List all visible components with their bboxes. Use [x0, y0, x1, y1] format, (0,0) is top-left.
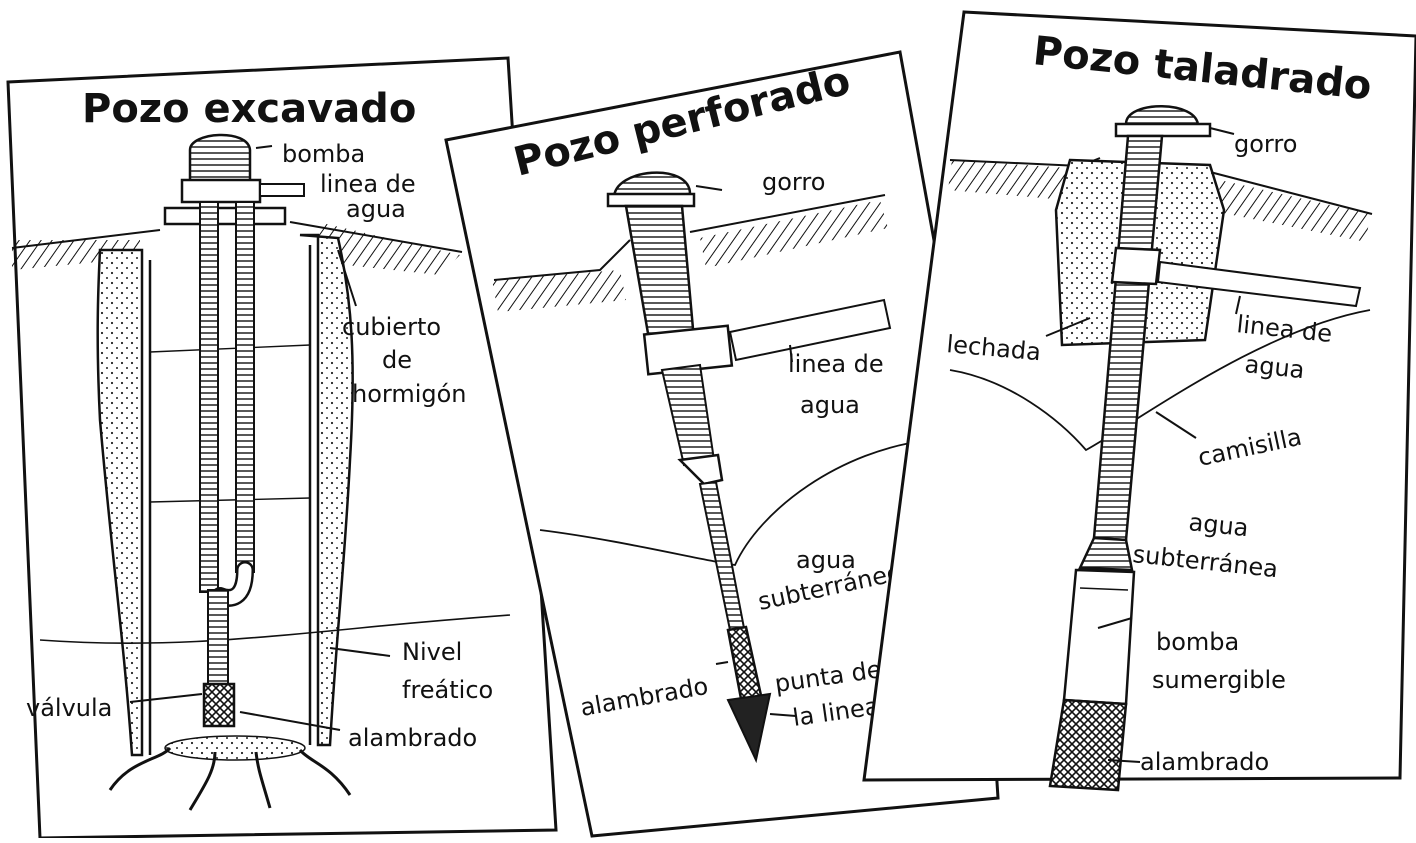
- pump-motor: [1048, 698, 1128, 792]
- water-line-pipe: [1156, 260, 1362, 308]
- drop-pipe: [199, 201, 219, 593]
- leader-line: [1107, 759, 1141, 763]
- leader-line: [1209, 127, 1235, 135]
- water-line-pipe: [259, 183, 305, 197]
- cap-rim: [606, 192, 696, 208]
- leader-line: [1097, 617, 1133, 629]
- label-nivel: Nivel: [402, 638, 462, 666]
- label-linea-agua: agua: [800, 391, 860, 419]
- leader-line: [239, 711, 341, 731]
- label-linea-agua: agua: [346, 195, 406, 223]
- pump-detail-line: [1079, 587, 1129, 591]
- label-agua-sub: agua: [796, 546, 856, 574]
- well-cover-slab: [163, 206, 287, 226]
- leader-line: [789, 344, 793, 363]
- leader-line: [769, 713, 797, 717]
- label-agua-sub: agua: [1187, 508, 1249, 542]
- label-gorro: gorro: [762, 168, 825, 196]
- label-linea-agua: agua: [1243, 350, 1305, 384]
- leader-line: [1155, 411, 1197, 439]
- label-bomba: bomba: [282, 140, 365, 168]
- label-alambrado: alambrado: [1140, 748, 1269, 776]
- label-gorro: gorro: [1234, 130, 1297, 158]
- ground-surface-line: [493, 194, 886, 281]
- ground-hatch-left: [948, 160, 1070, 200]
- leader-line: [1045, 317, 1091, 337]
- ground-hatch-left: [492, 270, 626, 312]
- panel-1-title: Pozo excavado: [82, 86, 416, 132]
- flow-arrow: [108, 746, 172, 791]
- flow-arrow: [298, 748, 352, 796]
- cap-dome: [612, 171, 692, 200]
- label-bomba: bomba: [1156, 628, 1239, 656]
- well-point-tip: [726, 692, 772, 764]
- leader-line: [129, 693, 203, 703]
- foot-pipe: [207, 589, 229, 687]
- label-nivel: freático: [402, 676, 493, 704]
- water-table-line: [39, 614, 511, 645]
- ground-hatch-right: [1218, 180, 1370, 242]
- label-alambrado: alambrado: [348, 724, 477, 752]
- concrete-lining-left: [96, 248, 144, 757]
- leader-line: [695, 185, 723, 191]
- shaft-section-line: [149, 344, 311, 353]
- panel-pozo-taladrado: Pozo taladrado gorro lechada linea de ag…: [862, 10, 1416, 792]
- cap-rim: [1114, 122, 1212, 138]
- shaft-section-line: [149, 497, 311, 503]
- pump-cone: [1078, 536, 1134, 572]
- label-bomba: sumergible: [1152, 666, 1286, 694]
- label-valvula: válvula: [26, 694, 112, 722]
- aquifer-line: [539, 439, 931, 566]
- pump-body: [188, 133, 252, 184]
- panel-pozo-perforado: Pozo perforado gorro linea de agua agua …: [444, 50, 1006, 838]
- leader-line: [715, 661, 729, 665]
- leader-line: [337, 249, 357, 307]
- leader-line: [255, 145, 273, 149]
- pitless-adapter: [1110, 246, 1162, 286]
- ground-hatch-left: [12, 240, 140, 270]
- label-linea-agua: linea de: [320, 170, 416, 198]
- pump-collar: [180, 178, 262, 204]
- leader-line: [1235, 295, 1241, 315]
- label-cubierto: cubierto: [342, 313, 441, 341]
- concrete-lining-right: [299, 233, 354, 747]
- ground-hatch-right: [318, 222, 460, 275]
- flow-arrow: [188, 751, 217, 811]
- valve-screen: [202, 682, 236, 728]
- label-cubierto: de: [382, 346, 412, 374]
- pipe-coupling: [677, 453, 724, 486]
- panel-pozo-excavado: Pozo excavado: [6, 56, 558, 840]
- leader-line: [329, 647, 391, 657]
- ground-hatch-right: [700, 200, 888, 268]
- gravel-bed: [164, 735, 306, 761]
- flow-arrow: [254, 751, 272, 809]
- label-cubierto: hormigón: [352, 380, 467, 408]
- ground-surface-line: [11, 221, 463, 253]
- water-line-pipe: [728, 298, 892, 362]
- suction-pipe: [235, 201, 255, 573]
- label-linea-agua: linea de: [788, 350, 884, 378]
